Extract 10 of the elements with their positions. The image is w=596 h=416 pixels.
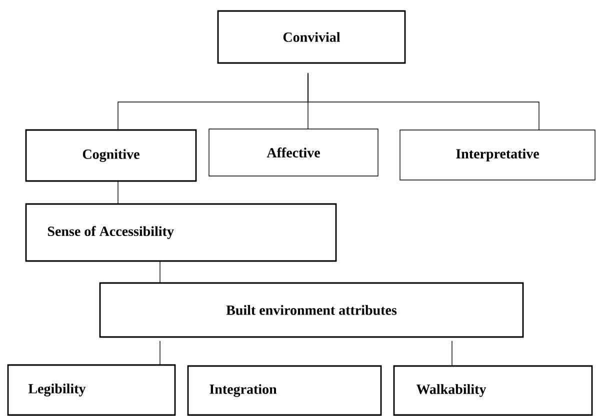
label-box: Sense of Accessibility (25, 203, 337, 262)
label-box: Cognitive (25, 129, 197, 182)
label-box: Walkability (393, 365, 593, 416)
label-box: Interpretative (400, 130, 596, 180)
label-box: Integration (187, 365, 382, 416)
label-box: Legibility (7, 364, 176, 416)
label-box: Affective (208, 128, 378, 176)
label-box: Convivial (217, 10, 406, 64)
label-box: Built environment attributes (99, 282, 524, 338)
connector-line (308, 72, 540, 130)
